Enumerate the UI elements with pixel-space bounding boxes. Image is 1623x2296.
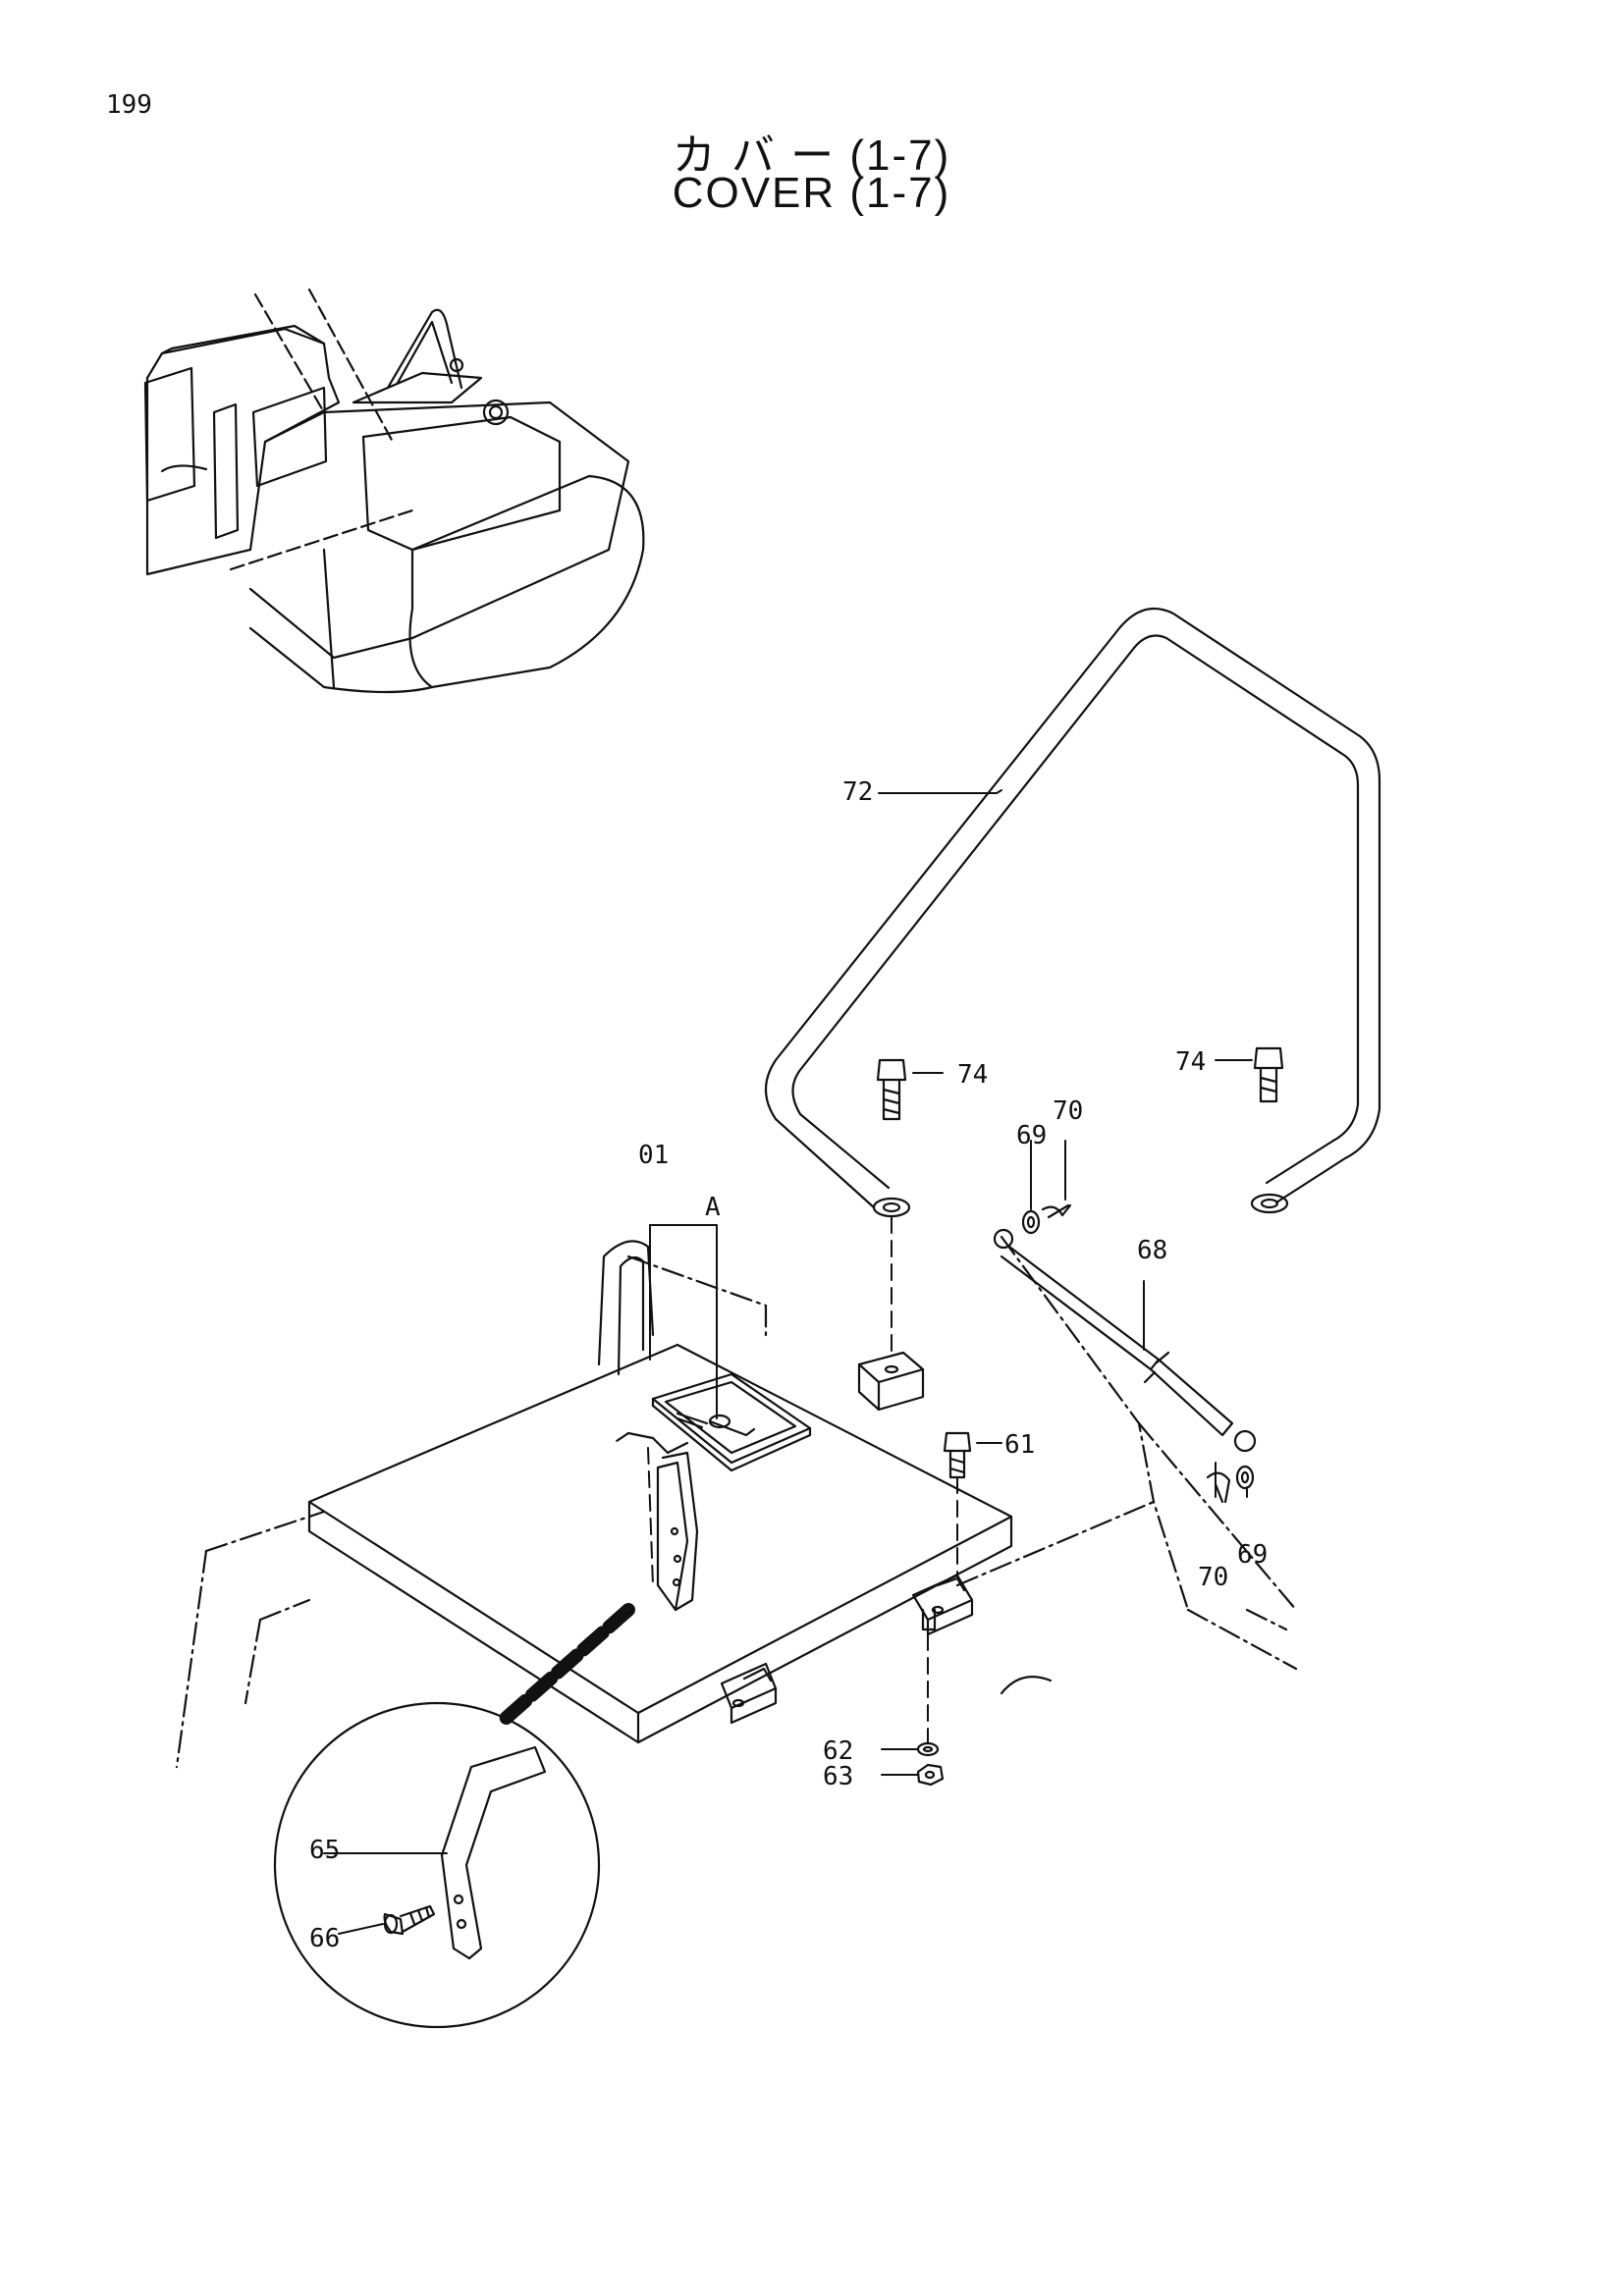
hinge-front bbox=[720, 1662, 778, 1725]
cab-outline bbox=[145, 327, 341, 576]
cover-front-edge bbox=[307, 1500, 640, 1744]
pin-70-upper bbox=[1041, 1203, 1072, 1219]
callout-72: 72 bbox=[842, 777, 873, 807]
callout-01: 01 bbox=[638, 1141, 669, 1170]
excavator-overview bbox=[143, 288, 645, 694]
callout-a: A bbox=[705, 1193, 721, 1222]
spacer-block bbox=[857, 1351, 925, 1412]
cover-top bbox=[307, 1343, 1013, 1715]
handrail-outer bbox=[765, 607, 1381, 1209]
callout-74-left: 74 bbox=[957, 1060, 988, 1090]
handrail-inner bbox=[791, 634, 1360, 1190]
detail-circle bbox=[273, 1701, 601, 2029]
callout-70-lower: 70 bbox=[1198, 1563, 1228, 1592]
callout-69-upper: 69 bbox=[1016, 1121, 1047, 1150]
detail-screw-66 bbox=[383, 1904, 436, 1936]
part-callouts: 72 74 74 69 70 01 A 68 61 70 69 62 63 65… bbox=[309, 777, 1268, 1953]
handrail-left-foot bbox=[872, 1197, 911, 1218]
bolt-74-right bbox=[1253, 1046, 1284, 1103]
gas-spring-68 bbox=[993, 1228, 1257, 1453]
side-bracket bbox=[597, 1240, 655, 1376]
callout-68: 68 bbox=[1137, 1236, 1167, 1265]
washer-69-upper bbox=[1021, 1209, 1041, 1235]
handrail-72 bbox=[765, 607, 1381, 1218]
cab-door-window bbox=[143, 366, 196, 503]
upper-structure bbox=[248, 400, 630, 660]
leader-lines bbox=[323, 789, 1253, 1935]
callout-61: 61 bbox=[1004, 1430, 1035, 1460]
handrail-right-foot bbox=[1250, 1193, 1289, 1214]
stud-below-hinge bbox=[921, 1608, 937, 1631]
callout-74-right: 74 bbox=[1175, 1047, 1206, 1077]
bolt-61 bbox=[943, 1431, 972, 1479]
cover-plate bbox=[307, 1343, 1013, 1744]
washer-62 bbox=[916, 1741, 940, 1757]
page-number: 199 bbox=[106, 90, 152, 120]
washer-69-lower bbox=[1235, 1465, 1255, 1490]
pin-70-lower bbox=[1206, 1471, 1231, 1504]
callout-66: 66 bbox=[309, 1924, 340, 1953]
bolt-74-left bbox=[876, 1058, 907, 1121]
callout-62: 62 bbox=[823, 1736, 853, 1766]
cab-side-window bbox=[212, 402, 240, 540]
machine-frame bbox=[175, 1235, 1298, 1769]
cover-right-edge bbox=[636, 1515, 1013, 1744]
cover-lock bbox=[651, 1372, 812, 1472]
callout-69-lower: 69 bbox=[1237, 1540, 1268, 1570]
lock-bracket bbox=[612, 1431, 699, 1612]
callout-70-upper: 70 bbox=[1053, 1096, 1083, 1126]
detail-pointer bbox=[494, 1603, 635, 1730]
engine-hood bbox=[361, 415, 562, 552]
callout-63: 63 bbox=[823, 1762, 853, 1791]
page-title-japanese: カ バ ー (1-7) bbox=[672, 132, 951, 180]
page-title-english: COVER (1-7) bbox=[672, 169, 951, 217]
nut-63 bbox=[916, 1763, 945, 1787]
callout-65: 65 bbox=[309, 1836, 340, 1865]
detail-view bbox=[273, 1701, 601, 2029]
counterweight bbox=[408, 474, 645, 689]
detail-bracket-65 bbox=[440, 1745, 547, 1960]
overview-handrail bbox=[386, 308, 463, 390]
